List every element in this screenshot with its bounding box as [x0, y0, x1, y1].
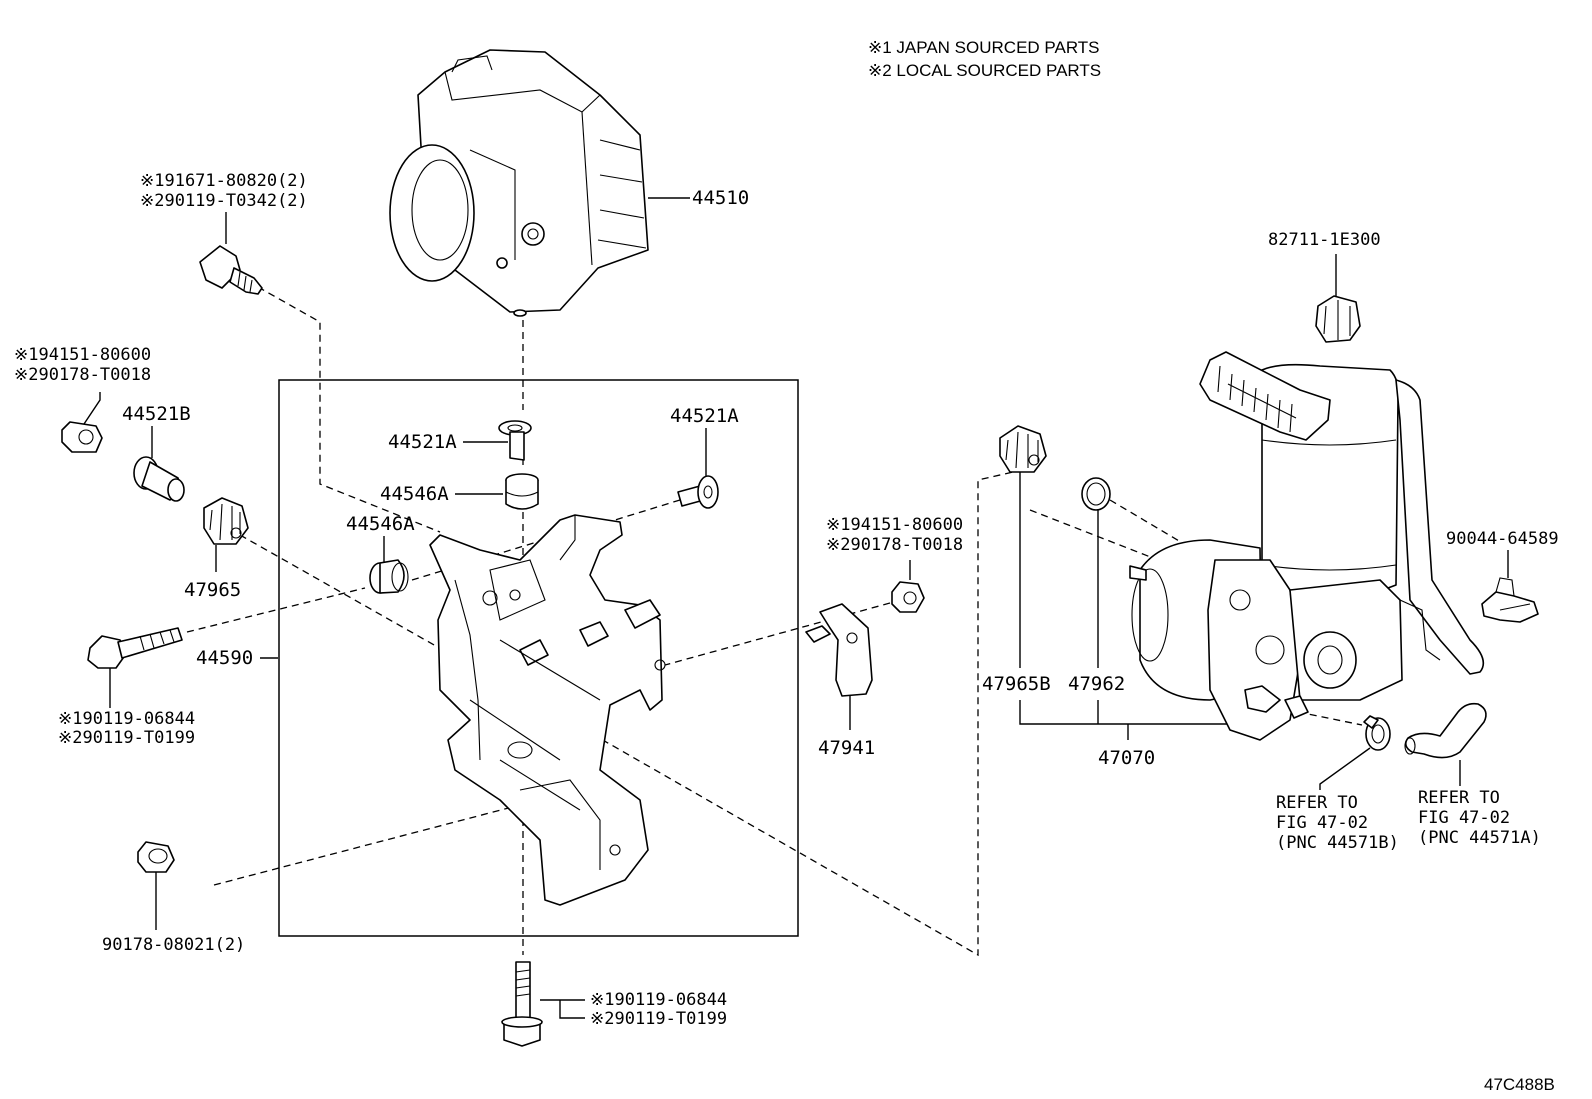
label-44521a-right: 44521A	[670, 405, 739, 427]
label-nut-94151-left: ※194151-80600	[14, 345, 151, 365]
label-refer-a-2: FIG 47-02	[1418, 808, 1510, 828]
cap-47965[interactable]	[203, 497, 249, 545]
label-bolt-90119-t0199-bottom: ※290119-T0199	[590, 1009, 727, 1029]
leader-44571b	[1319, 747, 1371, 790]
label-47965b: 47965B	[982, 673, 1051, 695]
figure-code: 47C488B	[1484, 1075, 1555, 1094]
label-refer-b-3: (PNC 44571B)	[1276, 833, 1399, 853]
bracket-47941[interactable]	[805, 603, 873, 697]
clip-82711[interactable]	[1315, 295, 1361, 343]
hose-44571a[interactable]	[1404, 702, 1487, 759]
label-refer-b-1: REFER TO	[1276, 793, 1358, 813]
label-nut-94151-mid: ※194151-80600	[826, 515, 963, 535]
bracket-44590[interactable]	[429, 514, 666, 906]
bolt-91671[interactable]	[199, 245, 263, 295]
label-bolt-90119-06844-left: ※190119-06844	[58, 709, 195, 729]
label-47962: 47962	[1068, 673, 1125, 695]
hose-clamp-44571b[interactable]	[1363, 715, 1391, 751]
collar-44521a-center[interactable]	[498, 420, 532, 461]
label-44510: 44510	[692, 187, 749, 209]
label-bolt-91671: ※191671-80820(2)	[140, 171, 308, 191]
label-44546a-top: 44546A	[380, 483, 449, 505]
label-44546a-left: 44546A	[346, 513, 415, 535]
leader-nut-94151-left	[83, 392, 101, 425]
label-refer-a-3: (PNC 44571A)	[1418, 828, 1541, 848]
bushing-44546a-left[interactable]	[369, 559, 409, 594]
cap-47965b[interactable]	[999, 425, 1047, 473]
label-44590: 44590	[196, 647, 253, 669]
oring-47962[interactable]	[1081, 477, 1111, 511]
nut-90178-08021[interactable]	[137, 841, 175, 873]
bushing-44546a-top[interactable]	[505, 473, 539, 510]
label-bolt-90119-t0342: ※290119-T0342(2)	[140, 191, 308, 211]
label-bolt-90119-t0199-left: ※290119-T0199	[58, 728, 195, 748]
label-bolt-90119-06844-bottom: ※190119-06844	[590, 990, 727, 1010]
bolt-90119-left[interactable]	[87, 627, 183, 669]
clamp-90044[interactable]	[1481, 577, 1539, 623]
label-47070: 47070	[1098, 747, 1155, 769]
bracket-group-box	[278, 379, 799, 937]
bolt-90119-bottom[interactable]	[501, 961, 543, 1047]
label-refer-a-1: REFER TO	[1418, 788, 1500, 808]
label-44521b: 44521B	[122, 403, 191, 425]
label-nut-90178-left: ※290178-T0018	[14, 365, 151, 385]
collar-44521a-right[interactable]	[677, 475, 719, 509]
note-local-sourced: ※2 LOCAL SOURCED PARTS	[868, 61, 1101, 80]
label-44521a-center: 44521A	[388, 431, 457, 453]
label-90044: 90044-64589	[1446, 529, 1559, 549]
label-90178-08021: 90178-08021(2)	[102, 935, 245, 955]
nut-94151-mid[interactable]	[891, 581, 925, 613]
note-japan-sourced: ※1 JAPAN SOURCED PARTS	[868, 38, 1100, 57]
label-47965: 47965	[184, 579, 241, 601]
label-nut-90178-mid: ※290178-T0018	[826, 535, 963, 555]
label-82711: 82711-1E300	[1268, 230, 1381, 250]
label-47941: 47941	[818, 737, 875, 759]
label-refer-b-2: FIG 47-02	[1276, 813, 1368, 833]
collar-44521b[interactable]	[133, 456, 185, 502]
nut-94151-left[interactable]	[61, 421, 103, 453]
leader-bolt-90119-bottom	[540, 999, 585, 1019]
pump-motor-assembly[interactable]	[1129, 351, 1485, 741]
abs-actuator-44510[interactable]	[389, 49, 649, 317]
